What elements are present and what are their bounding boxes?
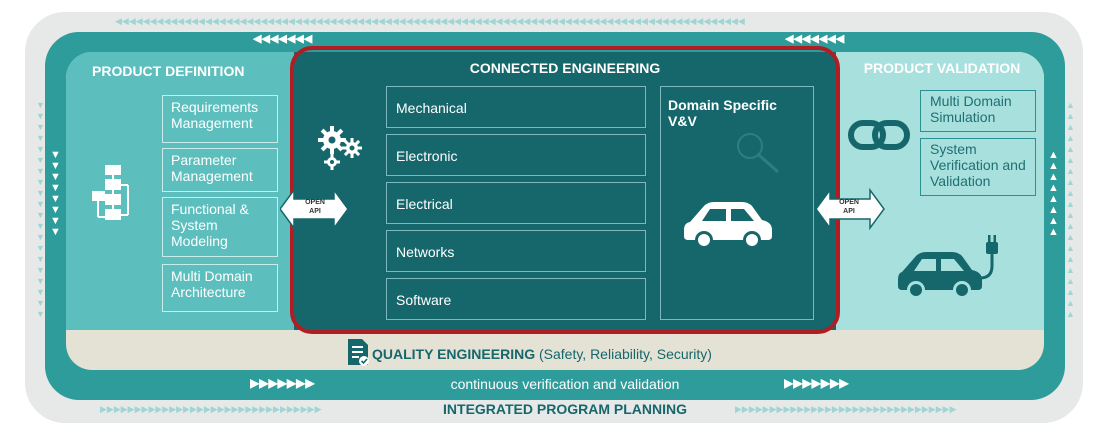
item-networks: Networks	[386, 230, 646, 272]
item-multi-domain-architecture: Multi Domain Architecture	[162, 264, 278, 312]
bottom-flow-arrows-left: ▶▶▶▶▶▶▶▶▶▶▶▶▶▶▶▶▶▶▶▶▶▶▶▶▶▶▶▶▶▶▶▶	[100, 404, 322, 414]
item-electronic: Electronic	[386, 134, 646, 176]
quality-engineering-title: QUALITY ENGINEERING	[372, 346, 536, 362]
api-left-label-1: OPEN	[305, 199, 325, 206]
quality-engineering-label: QUALITY ENGINEERING (Safety, Reliability…	[372, 346, 712, 362]
domain-specific-vv-label: Domain Specific V&V	[668, 97, 777, 129]
api-right-label-1: OPEN	[839, 199, 859, 206]
continuous-chevrons-right: ▶▶▶▶▶▶▶	[784, 376, 849, 390]
item-parameter-management: Parameter Management	[162, 148, 278, 192]
domain-specific-vv-box	[660, 86, 814, 320]
search-icon	[737, 133, 780, 174]
integrated-program-planning-label: INTEGRATED PROGRAM PLANNING	[443, 401, 687, 417]
flowchart-icon	[92, 165, 129, 220]
electric-car-icon	[898, 235, 998, 299]
right-side-arrows: ▲▲▲▲▲▲▲▲▲▲▲▲▲▲▲▲▲▲▲▲	[1066, 100, 1075, 319]
item-multi-domain-simulation: Multi Domain Simulation	[920, 90, 1036, 132]
item-electrical: Electrical	[386, 182, 646, 224]
connected-engineering-panel	[294, 52, 836, 330]
item-requirements-management: Requirements Management	[162, 95, 278, 143]
item-mechanical: Mechanical	[386, 86, 646, 128]
continuous-chevrons-left: ▶▶▶▶▶▶▶	[250, 376, 315, 390]
continuous-verification-label: continuous verification and validation	[450, 376, 680, 392]
left-side-arrows: ▼▼▼▼▼▼▼▼▼▼▼▼▼▼▼▼▼▼▼▼	[36, 100, 45, 319]
document-check-icon	[348, 339, 369, 366]
open-api-arrow-right	[816, 188, 885, 230]
top-chevrons-right: ◀◀◀◀◀◀◀	[785, 34, 845, 44]
connected-engineering-title: CONNECTED ENGINEERING	[469, 60, 661, 76]
left-chevrons: ▼▼▼▼▼▼▼▼	[50, 150, 61, 238]
car-icon	[684, 202, 772, 249]
item-software: Software	[386, 278, 646, 320]
item-functional-system-modeling: Functional & System Modeling	[162, 197, 278, 257]
chain-link-icon	[848, 120, 910, 150]
right-chevrons: ▲▲▲▲▲▲▲▲	[1048, 150, 1059, 238]
quality-engineering-subtitle: (Safety, Reliability, Security)	[538, 346, 712, 362]
gears-icon	[318, 126, 362, 170]
api-right-label-2: API	[843, 208, 855, 215]
top-chevrons-left: ◀◀◀◀◀◀◀	[253, 34, 313, 44]
product-validation-title: PRODUCT VALIDATION	[863, 60, 1021, 76]
highlight-frame	[290, 46, 840, 334]
open-api-arrow-left	[280, 188, 349, 230]
item-system-verification-validation: System Verification and Validation	[920, 138, 1036, 196]
top-flow-arrows: ◀◀◀◀◀◀◀◀◀◀◀◀◀◀◀◀◀◀◀◀◀◀◀◀◀◀◀◀◀◀◀◀◀◀◀◀◀◀◀◀…	[115, 16, 745, 26]
bottom-flow-arrows-right: ▶▶▶▶▶▶▶▶▶▶▶▶▶▶▶▶▶▶▶▶▶▶▶▶▶▶▶▶▶▶▶▶	[735, 404, 957, 414]
api-left-label-2: API	[309, 208, 321, 215]
product-definition-title: PRODUCT DEFINITION	[92, 63, 245, 79]
